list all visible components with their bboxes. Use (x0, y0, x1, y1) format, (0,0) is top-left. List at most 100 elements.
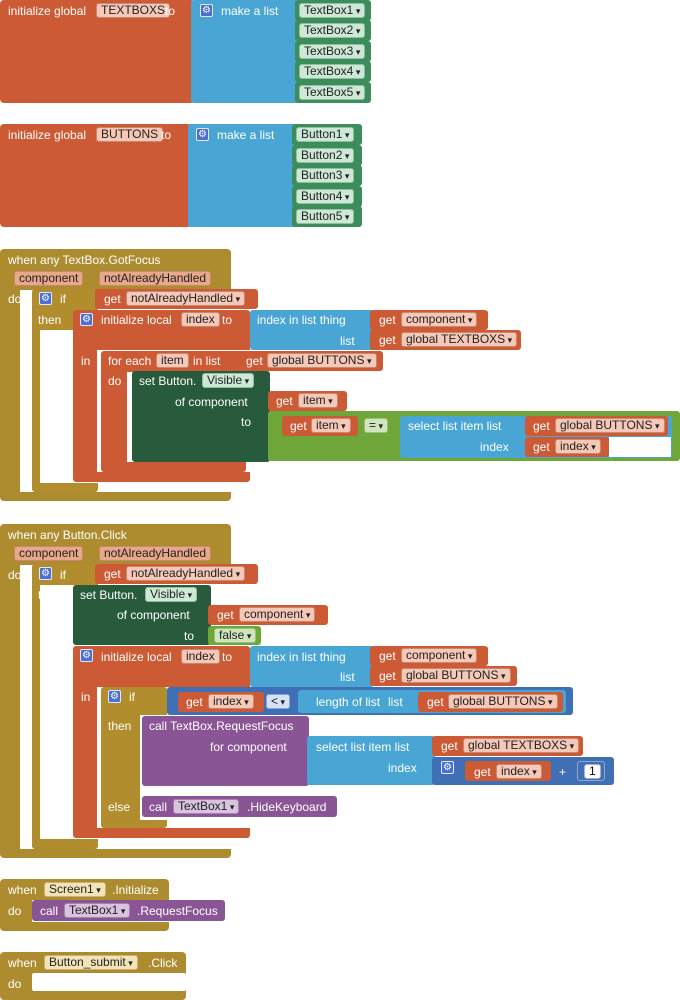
set-button-label: set Button. (139, 374, 197, 388)
component-dropdown[interactable]: Button3 (296, 168, 355, 183)
property-dropdown[interactable]: Visible (145, 587, 198, 602)
param-component[interactable]: component (14, 546, 84, 561)
get-label: get (533, 440, 550, 454)
index-in-list-block[interactable] (250, 646, 374, 687)
get-label: get (104, 292, 121, 306)
event-title: when any Button.Click (8, 528, 127, 542)
var-dropdown[interactable]: global BUTTONS (555, 418, 665, 433)
global-name-field[interactable]: BUTTONS (96, 127, 164, 142)
local-name-field[interactable]: index (181, 649, 220, 664)
initialize-label: .Initialize (112, 883, 159, 897)
init-global-label: initialize global (8, 128, 87, 142)
var-dropdown[interactable]: item (311, 418, 351, 433)
component-dropdown[interactable]: Button1 (296, 127, 355, 142)
of-component-label: of component (175, 395, 248, 409)
component-dropdown[interactable]: TextBox3 (299, 44, 366, 59)
select-list-item-label: select list item list (316, 740, 410, 754)
var-dropdown[interactable]: notAlreadyHandled (126, 566, 246, 581)
get-label: get (186, 695, 203, 709)
if-label: if (129, 690, 135, 704)
var-dropdown[interactable]: global TEXTBOXS (401, 332, 518, 347)
gear-icon[interactable]: ⚙ (200, 4, 213, 17)
in-label: in (81, 690, 91, 704)
var-dropdown[interactable]: index (496, 764, 542, 779)
call-label: call (149, 800, 168, 814)
index-label: index (480, 440, 509, 454)
gear-icon[interactable]: ⚙ (39, 292, 52, 305)
var-dropdown[interactable]: global BUTTONS (267, 353, 377, 368)
component-dropdown[interactable]: TextBox5 (299, 85, 366, 100)
gear-icon[interactable]: ⚙ (80, 313, 93, 326)
component-dropdown[interactable]: Button2 (296, 148, 355, 163)
gear-icon[interactable]: ⚙ (80, 649, 93, 662)
param-not-already-handled[interactable]: notAlreadyHandled (99, 271, 212, 286)
loop-var-field[interactable]: item (156, 353, 189, 368)
var-dropdown[interactable]: notAlreadyHandled (126, 291, 246, 306)
init-global-label: initialize global (8, 4, 87, 18)
select-list-item-label: select list item list (408, 419, 502, 433)
index-label: index (388, 761, 417, 775)
var-dropdown[interactable]: index (555, 439, 601, 454)
var-dropdown[interactable]: global BUTTONS (401, 668, 511, 683)
component-dropdown[interactable]: Button5 (296, 209, 355, 224)
var-dropdown[interactable]: component (239, 607, 316, 622)
do-label: do (8, 977, 22, 991)
set-button-label: set Button. (80, 588, 138, 602)
make-a-list-block[interactable] (188, 124, 296, 227)
event-do-slot (32, 973, 186, 991)
index-in-list-block[interactable] (250, 310, 374, 350)
screen-dropdown[interactable]: Screen1 (44, 882, 106, 897)
gear-icon[interactable]: ⚙ (39, 567, 52, 580)
call-request-focus-block[interactable] (142, 716, 309, 786)
init-local-label: initialize local (101, 650, 172, 664)
select-list-item-block[interactable] (307, 736, 435, 785)
boolean-dropdown[interactable]: false (214, 628, 257, 643)
when-label: when (8, 956, 37, 970)
component-dropdown[interactable]: Button4 (296, 189, 355, 204)
in-label: in (81, 354, 91, 368)
of-component-label: of component (117, 608, 190, 622)
var-dropdown[interactable]: component (401, 312, 478, 327)
get-label: get (474, 765, 491, 779)
do-label: do (8, 904, 22, 918)
button-dropdown[interactable]: Button_submit (44, 955, 138, 970)
do-label: do (8, 568, 22, 582)
list-label: list (388, 695, 403, 709)
equals-operator[interactable]: = (364, 418, 389, 433)
get-label: get (217, 608, 234, 622)
make-list-label: make a list (217, 128, 275, 142)
gear-icon[interactable]: ⚙ (108, 690, 121, 703)
var-dropdown[interactable]: item (298, 393, 338, 408)
var-dropdown[interactable]: index (208, 694, 254, 709)
property-dropdown[interactable]: Visible (202, 373, 255, 388)
call-request-focus-label: call TextBox.RequestFocus (149, 719, 294, 733)
get-label: get (290, 419, 307, 433)
param-component[interactable]: component (14, 271, 84, 286)
empty-area (609, 437, 671, 457)
else-label: else (108, 800, 131, 814)
make-a-list-block[interactable] (191, 0, 299, 103)
event-title: when any TextBox.GotFocus (8, 253, 161, 267)
var-dropdown[interactable]: global TEXTBOXS (463, 738, 580, 753)
when-label: when (8, 883, 37, 897)
var-dropdown[interactable]: global BUTTONS (448, 694, 558, 709)
local-name-field[interactable]: index (181, 312, 220, 327)
init-local-label: initialize local (101, 313, 172, 327)
global-name-field[interactable]: TEXTBOXS (96, 3, 171, 18)
make-list-label: make a list (221, 4, 279, 18)
gear-icon[interactable]: ⚙ (196, 128, 209, 141)
component-dropdown[interactable]: TextBox2 (299, 23, 366, 38)
to-label: to (241, 415, 252, 429)
lt-operator[interactable]: < (266, 694, 291, 709)
get-label: get (379, 313, 396, 327)
component-dropdown[interactable]: TextBox1 (64, 903, 131, 918)
var-dropdown[interactable]: component (401, 648, 478, 663)
then-label: then (38, 588, 62, 602)
component-dropdown[interactable]: TextBox4 (299, 64, 366, 79)
gear-icon[interactable]: ⚙ (441, 761, 454, 774)
number-field[interactable]: 1 (584, 764, 601, 779)
component-dropdown[interactable]: TextBox1 (173, 799, 240, 814)
component-dropdown[interactable]: TextBox1 (299, 3, 366, 18)
to-label: to (161, 128, 172, 142)
param-not-already-handled[interactable]: notAlreadyHandled (99, 546, 212, 561)
